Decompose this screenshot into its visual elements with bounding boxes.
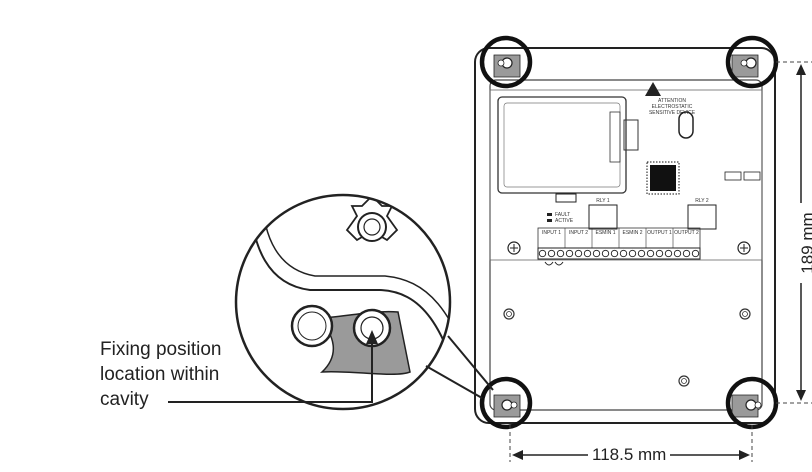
terminal-group-label: ESMIN 2 xyxy=(622,230,642,236)
magnifier-tangent-upper xyxy=(447,335,494,391)
terminal-group-label: OUTPUT 2 xyxy=(674,230,699,236)
crystal xyxy=(555,193,577,203)
callout-arrowhead xyxy=(366,330,378,344)
chip-pins xyxy=(646,161,680,195)
board-screw-left-slot xyxy=(510,244,518,252)
terminal-screw xyxy=(574,249,583,258)
terminal-screw xyxy=(691,249,700,258)
oval-switch xyxy=(678,111,694,139)
terminal-group-label: ESMIN 1 xyxy=(595,230,615,236)
terminal-screw xyxy=(565,249,574,258)
terminal-group-label: OUTPUT 1 xyxy=(647,230,672,236)
enclosure-outline xyxy=(474,47,776,424)
board-screw-right xyxy=(737,241,751,255)
magnifier-circle xyxy=(234,193,452,411)
microcontroller-chip xyxy=(650,165,676,191)
callout-leader-line xyxy=(168,340,373,403)
terminal-screw xyxy=(664,249,673,258)
pcb-outline xyxy=(489,89,763,261)
board-screw-right-slot xyxy=(740,244,748,252)
warning-line3: SENSITIVE DEVICE xyxy=(649,110,696,116)
callout-line-1: Fixing position xyxy=(100,339,222,360)
battery-holder xyxy=(497,96,627,194)
mount-hole-left xyxy=(503,308,515,320)
terminal-screw xyxy=(628,249,637,258)
callout-line-3: cavity xyxy=(100,389,149,410)
terminal-screw xyxy=(655,249,664,258)
corner-fixings xyxy=(493,54,762,418)
battery-clip xyxy=(623,119,639,151)
led-active-label: ACTIVE xyxy=(555,218,574,224)
terminal-screws xyxy=(538,249,700,258)
warning-line1: ATTENTION xyxy=(658,98,686,104)
terminal-screw xyxy=(583,249,592,258)
mount-hole-bottom xyxy=(678,375,690,387)
terminal-screw xyxy=(601,249,610,258)
highlight-circle-top-left xyxy=(479,35,533,89)
relay-2 xyxy=(687,204,717,230)
relay-2-label: RLY 2 xyxy=(695,198,709,204)
led-fault xyxy=(547,213,552,216)
terminal-screw xyxy=(646,249,655,258)
battery-clip-2 xyxy=(609,111,621,163)
terminal-screw xyxy=(673,249,682,258)
connector-a xyxy=(724,171,742,181)
terminal-screw xyxy=(637,249,646,258)
terminal-screw xyxy=(619,249,628,258)
relay-1 xyxy=(588,204,618,230)
led-active xyxy=(547,219,552,222)
mount-hole-bottom-inner xyxy=(681,378,687,384)
highlight-circle-bottom-left xyxy=(479,376,533,430)
terminal-block xyxy=(537,247,701,260)
terminal-group-label: INPUT 1 xyxy=(542,230,561,236)
wire-links xyxy=(544,261,564,266)
mount-hole-right xyxy=(739,308,751,320)
terminal-screw xyxy=(547,249,556,258)
height-dimension-label: 189 mm xyxy=(798,203,812,283)
callout-label: Fixing position location within cavity xyxy=(100,337,270,412)
magnified-detail xyxy=(236,195,450,409)
terminal-screw xyxy=(592,249,601,258)
board-screw-left xyxy=(507,241,521,255)
terminal-screw xyxy=(538,249,547,258)
mount-hole-right-inner xyxy=(742,311,748,317)
led-fault-label: FAULT xyxy=(555,212,570,218)
esd-warning-icon xyxy=(645,82,661,96)
connector-b xyxy=(743,171,761,181)
relay-1-label: RLY 1 xyxy=(596,198,610,204)
callout-line-2: location within xyxy=(100,364,220,385)
mount-hole-left-inner xyxy=(506,311,512,317)
magnifier-tangent-lower xyxy=(425,365,483,399)
terminal-group-label: INPUT 2 xyxy=(569,230,588,236)
terminal-screw xyxy=(682,249,691,258)
terminal-dividers xyxy=(564,228,674,248)
warning-line2: ELECTROSTATIC xyxy=(652,104,693,110)
width-dimension-label: 118.5 mm xyxy=(588,445,671,465)
terminal-screw xyxy=(556,249,565,258)
terminal-screw xyxy=(610,249,619,258)
